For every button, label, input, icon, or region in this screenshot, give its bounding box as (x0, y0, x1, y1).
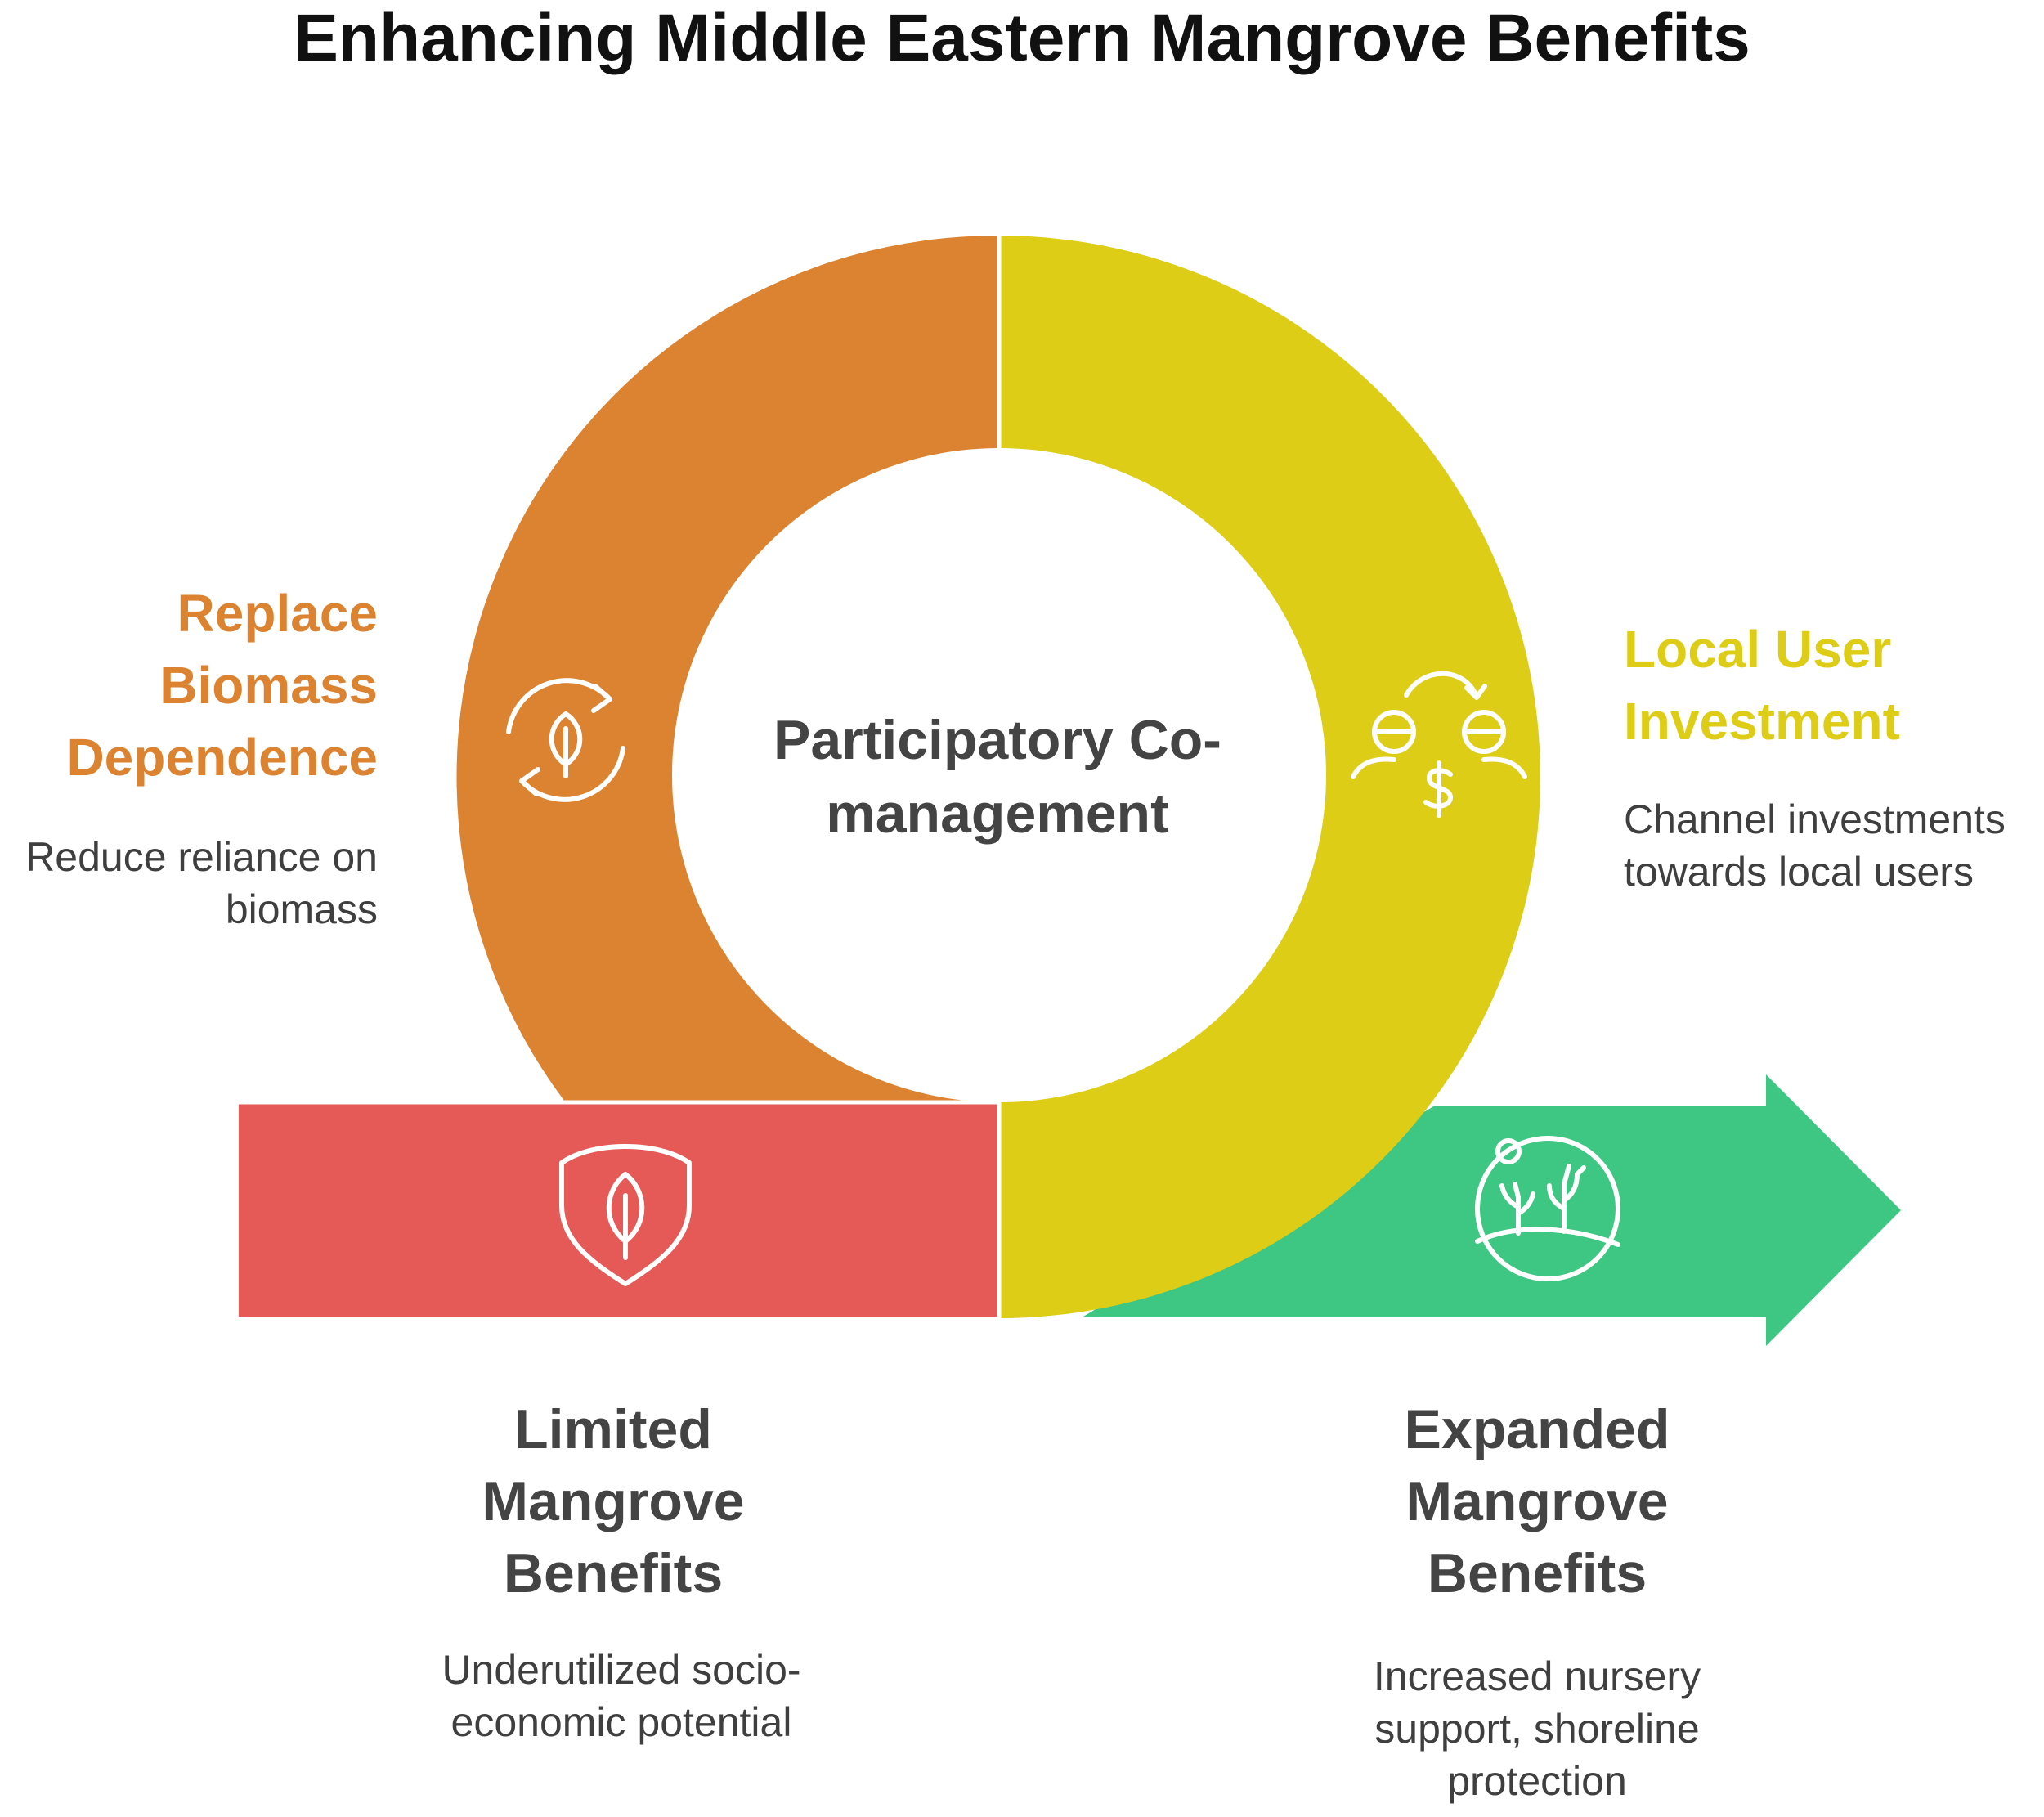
replace-biomass-desc: Reduce reliance on biomass (0, 831, 378, 935)
leaf-recycle-icon (506, 678, 625, 802)
center-label: Participatory Co- management (719, 703, 1275, 850)
leaf-shield-icon (559, 1144, 692, 1286)
center-label-line1: Participatory Co- (773, 709, 1221, 771)
red-bar (239, 1104, 999, 1317)
replace-biomass-desc-line1: Reduce reliance on (25, 834, 378, 880)
replace-biomass-desc-line2: biomass (225, 886, 378, 932)
limited-benefits-title-line2: Mangrove (482, 1470, 745, 1532)
orange-ring-segment (456, 235, 999, 1101)
local-user-desc-line2: towards local users (1624, 849, 1974, 895)
expanded-benefits-title-line1: Expanded (1404, 1398, 1670, 1460)
local-user-desc: Channel investments towards local users (1624, 793, 2042, 898)
limited-benefits-desc-line1: Underutilized socio- (442, 1647, 801, 1693)
page-title: Enhancing Middle Eastern Mangrove Benefi… (294, 1, 1750, 75)
local-user-title: Local User Investment (1624, 613, 2033, 757)
expanded-benefits-desc-line1: Increased nursery (1373, 1653, 1701, 1699)
limited-benefits-title: Limited Mangrove Benefits (376, 1393, 850, 1609)
expanded-benefits-desc: Increased nursery support, shoreline pro… (1292, 1650, 1782, 1807)
expanded-benefits-desc-line3: protection (1447, 1758, 1627, 1804)
people-money-exchange-icon (1351, 671, 1527, 818)
yellow-ring-segment (999, 236, 1540, 1318)
replace-biomass-title-line3: Dependence (66, 728, 378, 787)
expanded-benefits-title-line3: Benefits (1427, 1542, 1647, 1604)
expanded-benefits-title: Expanded Mangrove Benefits (1300, 1393, 1774, 1609)
limited-benefits-title-line3: Benefits (503, 1542, 724, 1604)
expanded-benefits-title-line2: Mangrove (1405, 1470, 1669, 1532)
center-label-line2: management (826, 783, 1169, 845)
replace-biomass-title: Replace Biomass Dependence (33, 577, 378, 793)
green-arrow (1083, 1074, 1901, 1346)
limited-benefits-desc-line2: economic potential (450, 1699, 792, 1745)
local-user-desc-line1: Channel investments (1624, 796, 2006, 842)
limited-benefits-desc: Underutilized socio- economic potential (360, 1644, 883, 1748)
local-user-title-line2: Investment (1624, 692, 1900, 751)
replace-biomass-title-line1: Replace (177, 584, 378, 643)
local-user-title-line1: Local User (1624, 620, 1892, 679)
replace-biomass-title-line2: Biomass (159, 656, 378, 715)
mangrove-landscape-icon (1475, 1136, 1620, 1281)
limited-benefits-title-line1: Limited (514, 1398, 712, 1460)
expanded-benefits-desc-line2: support, shoreline (1374, 1706, 1700, 1752)
